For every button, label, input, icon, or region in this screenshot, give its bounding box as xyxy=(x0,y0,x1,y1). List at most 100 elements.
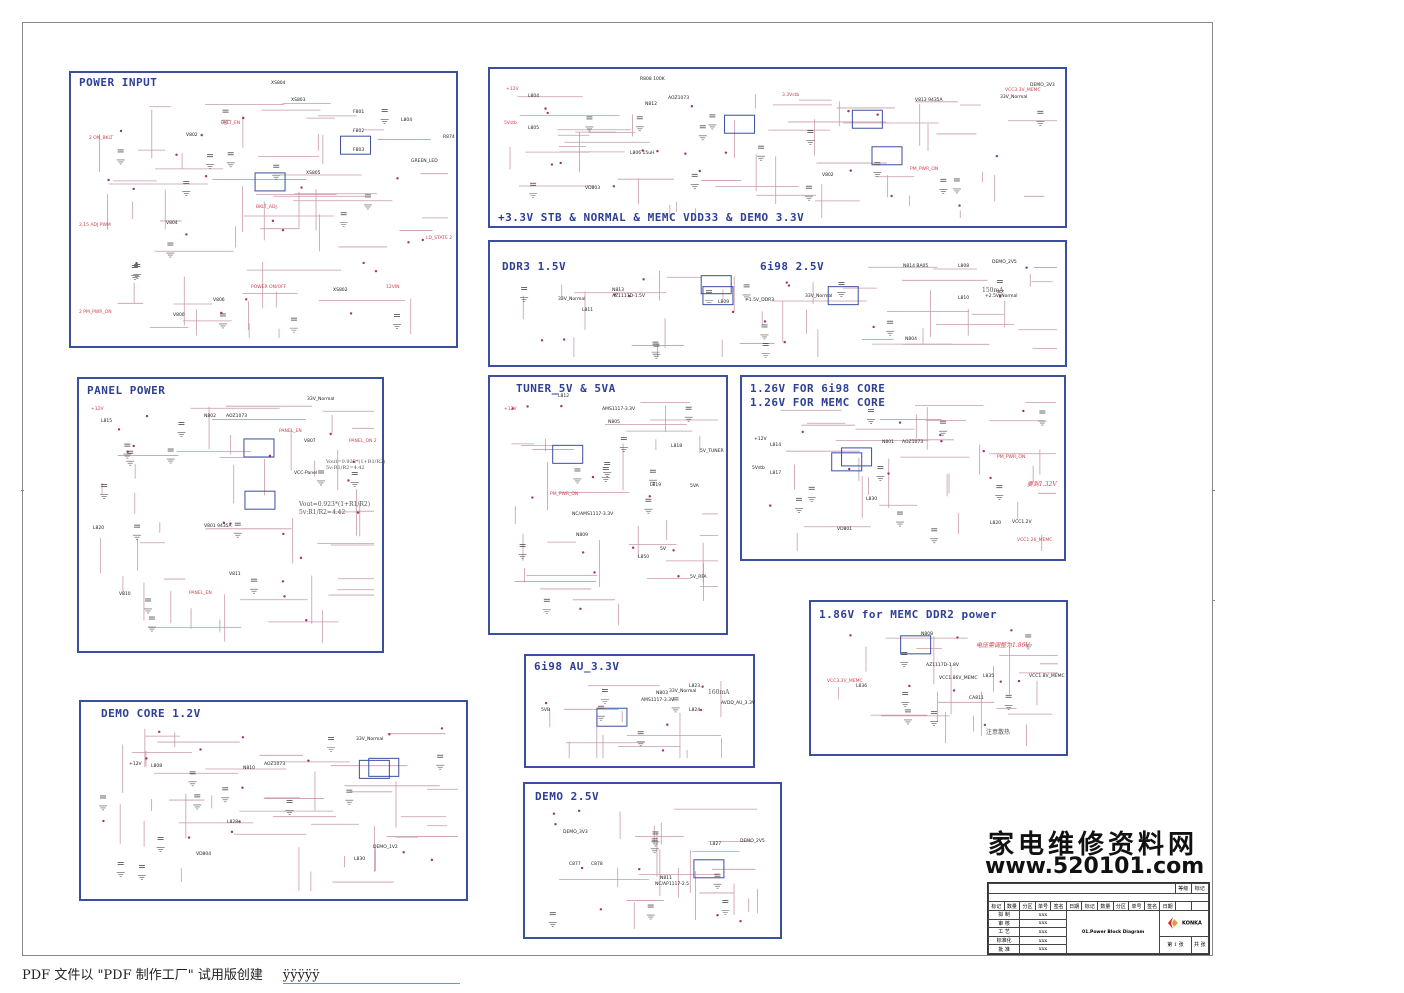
ground-icon xyxy=(705,300,714,306)
tb-header-cell: 单号 xyxy=(1034,901,1052,911)
junction-dot xyxy=(939,433,942,437)
net-label: POWER ON/OFF xyxy=(251,285,287,290)
junction-dot xyxy=(1010,629,1013,632)
ground-icon xyxy=(671,707,680,713)
junction-dot xyxy=(299,556,303,560)
block-title: 1.86V for MEMC DDR2 power xyxy=(819,608,998,621)
part-label: N810 xyxy=(243,766,255,771)
tb-header-cell: 分区 xyxy=(1019,901,1036,911)
net-label: 5V_TUNER xyxy=(700,449,724,454)
part-label: F803 xyxy=(353,148,365,153)
junction-dot xyxy=(175,153,178,156)
part-label: V802 xyxy=(822,173,834,178)
net-label: 5V xyxy=(660,547,666,552)
net-label: 33V_Normal xyxy=(307,397,335,402)
schematic-wiring xyxy=(99,727,458,891)
ground-icon xyxy=(930,538,939,544)
current-note: 150mA xyxy=(982,287,1004,294)
junction-dot xyxy=(847,109,850,113)
company-name: KONKA xyxy=(1182,920,1202,927)
junction-dot xyxy=(769,504,772,507)
junction-dot xyxy=(849,169,852,172)
net-label: PANEL_EN xyxy=(189,591,212,596)
net-label: PM_PWR_ON xyxy=(550,492,579,497)
junction-dot xyxy=(731,310,735,314)
junction-dot xyxy=(716,914,719,917)
ground-icon xyxy=(285,810,294,815)
part-label: CA811 xyxy=(969,696,984,701)
junction-dot xyxy=(677,575,680,578)
net-label: 12VIN xyxy=(386,285,400,290)
ground-icon xyxy=(233,532,242,538)
adjust-note: 电压需调整为1.86V xyxy=(976,642,1030,649)
ground-icon xyxy=(939,188,948,194)
ground-icon xyxy=(1004,704,1013,710)
junction-dot xyxy=(787,284,791,287)
ground-icon xyxy=(721,910,730,915)
block-title: PANEL POWER xyxy=(87,384,166,397)
net-label: LD_STATE 2 xyxy=(426,236,453,241)
junction-dot xyxy=(848,467,851,471)
junction-dot xyxy=(559,161,562,165)
part-label: AOZ1073 xyxy=(902,440,924,445)
net-label: 5VB xyxy=(541,708,551,713)
junction-dot xyxy=(241,786,244,789)
ground-icon xyxy=(708,124,717,130)
tb-cell: 标记 xyxy=(1190,883,1210,894)
part-label: L835 xyxy=(983,674,995,679)
tb-header-cell: 签名 xyxy=(1143,901,1161,911)
net-label: 5VA xyxy=(690,484,699,489)
ground-icon xyxy=(761,353,770,358)
part-label: N805 xyxy=(608,420,620,425)
junction-dot xyxy=(642,278,645,281)
ground-icon xyxy=(866,419,875,424)
ground-icon xyxy=(363,204,372,210)
part-label: AOZ1073 xyxy=(264,762,286,767)
tb-cell: 等级 xyxy=(1174,883,1192,894)
net-label: PANEL_ON 2 xyxy=(349,439,377,444)
junction-dot xyxy=(577,809,581,813)
part-label: L818 xyxy=(671,444,683,449)
adjust-note: 要到1.32V xyxy=(1027,481,1057,488)
part-label: VD801 xyxy=(837,527,853,532)
ground-icon xyxy=(995,495,1004,500)
junction-dot xyxy=(648,495,651,498)
part-label: L804 xyxy=(401,118,413,123)
junction-dot xyxy=(581,551,585,554)
schematic-wiring xyxy=(509,94,1057,218)
part-label: N804 xyxy=(905,337,917,342)
junction-dot xyxy=(763,320,767,323)
junction-dot xyxy=(656,149,659,153)
net-label: BKLT_ADJ xyxy=(256,205,277,210)
ground-icon xyxy=(518,554,527,559)
part-label: AZ1117D-1.5V xyxy=(612,294,645,299)
ground-icon xyxy=(873,172,882,177)
frame-tick xyxy=(1212,600,1215,601)
junction-dot xyxy=(887,472,890,475)
demo-core-1v2-block: DEMO CORE 1.2V +12V 33V_Normal DEMO_1V2 … xyxy=(79,700,468,901)
part-label: N809 xyxy=(576,533,588,538)
ground-icon xyxy=(903,719,912,725)
net-label: VCC3.3V_MEMC xyxy=(827,679,863,684)
ground-icon xyxy=(392,324,401,329)
ic-chip-icon xyxy=(358,759,390,779)
junction-dot xyxy=(999,680,1002,683)
junction-dot xyxy=(612,185,616,188)
part-label: N811 xyxy=(660,876,672,881)
power-input-block: POWER INPUT 2 ON_BKLT 2,15 ADJ PWM 2 PM_… xyxy=(69,71,458,348)
ground-icon xyxy=(520,297,529,302)
part-label: XS805 xyxy=(306,171,321,176)
net-label: +12V xyxy=(504,407,517,412)
ic-chip-icon xyxy=(243,438,275,458)
part-label: N803 xyxy=(656,691,668,696)
junction-dot xyxy=(593,571,596,574)
ground-icon xyxy=(206,164,215,169)
part-label: L809 xyxy=(718,300,730,305)
stb-3v3-block: +3.3V STB & NORMAL & MEMC VDD33 & DEMO 3… xyxy=(488,67,1067,228)
ground-icon xyxy=(713,883,722,889)
part-label: R874 xyxy=(443,135,455,140)
ground-icon xyxy=(900,662,909,667)
formula-note: Vout=0.923*(1+R1/R2) xyxy=(299,501,371,508)
part-label: L828 xyxy=(227,820,239,825)
